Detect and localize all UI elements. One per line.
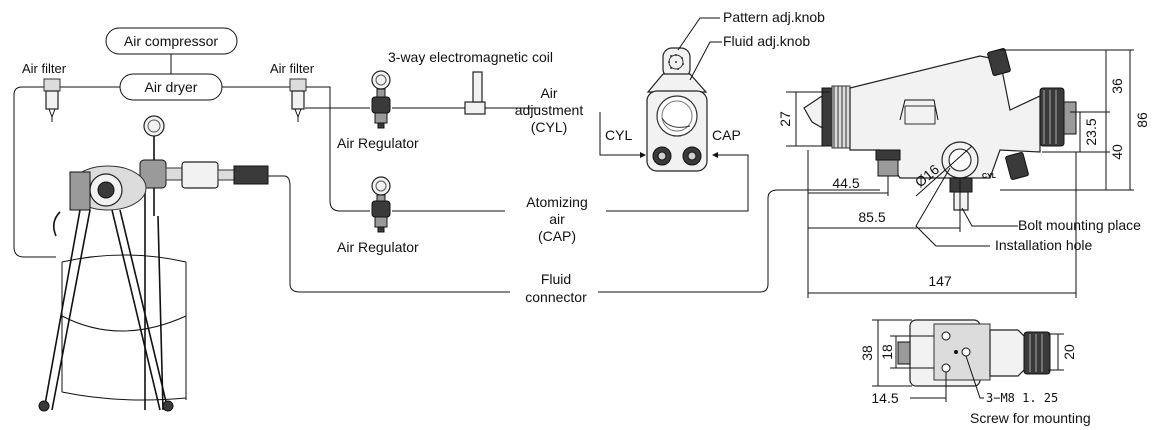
air-adjustment-label-2: adjustment <box>515 102 584 118</box>
gun-side-view: CYL 36 86 23.5 40 27 <box>777 48 1150 298</box>
dim-20: 20 <box>1061 344 1077 360</box>
air-regulator-top-label: Air Regulator <box>337 135 419 151</box>
dim-44-5: 44.5 <box>832 175 859 191</box>
air-filter-right-label: Air filter <box>270 61 315 76</box>
dim-18: 18 <box>879 344 895 360</box>
electromagnetic-coil-icon <box>464 71 486 115</box>
cap-port-label: CAP <box>712 127 741 143</box>
gun-front-view: CYL CAP Pattern adj.knob Fluid adj.knob <box>605 9 825 172</box>
air-compressor-label: Air compressor <box>124 33 218 49</box>
dim-38: 38 <box>859 345 875 361</box>
air-filter-left-label: Air filter <box>22 61 67 76</box>
atomizing-air-label-1: Atomizing <box>526 194 587 210</box>
cyl-port-label: CYL <box>605 127 632 143</box>
air-adjustment-label-1: Air <box>540 85 557 101</box>
dim-27: 27 <box>777 111 793 127</box>
atomizing-air-label-2: air <box>549 211 565 227</box>
dim-14-5: 14.5 <box>871 390 898 406</box>
dim-40: 40 <box>1109 144 1125 160</box>
dim-86: 86 <box>1134 112 1150 128</box>
air-adjustment-label-3: (CYL) <box>531 119 568 135</box>
fluid-connector-label-2: connector <box>525 289 587 305</box>
dim-85-5: 85.5 <box>858 209 885 225</box>
cyl-marking: CYL <box>982 173 997 180</box>
gun-bottom-view: 38 18 20 14.5 3−M8 1. 25 Screw for mount… <box>859 319 1091 426</box>
air-dryer-label: Air dryer <box>145 79 198 95</box>
air-supply-flow: Air compressor Air dryer Air filter Air … <box>13 27 880 305</box>
pump-tank-assembly <box>38 115 269 412</box>
air-regulator-bottom-label: Air Regulator <box>337 239 419 255</box>
installation-hole-label: Installation hole <box>995 237 1093 253</box>
dim-36: 36 <box>1109 78 1125 94</box>
air-filter-right-icon <box>289 78 307 122</box>
pattern-knob-label: Pattern adj.knob <box>723 9 825 25</box>
thread-spec-label: 3−M8 1. 25 <box>986 391 1058 405</box>
bolt-mounting-place-label: Bolt mounting place <box>1018 217 1141 233</box>
coil-label: 3-way electromagnetic coil <box>388 49 553 65</box>
fluid-connector-label-1: Fluid <box>541 271 571 287</box>
dim-147: 147 <box>928 273 952 289</box>
air-filter-left-icon <box>43 78 61 122</box>
air-regulator-bottom-icon <box>371 176 391 233</box>
air-regulator-top-icon <box>371 70 391 129</box>
fluid-knob-label: Fluid adj.knob <box>723 33 810 49</box>
atomizing-air-label-3: (CAP) <box>538 228 576 244</box>
screw-for-mounting-label: Screw for mounting <box>970 410 1091 426</box>
dim-23-5: 23.5 <box>1083 118 1099 145</box>
